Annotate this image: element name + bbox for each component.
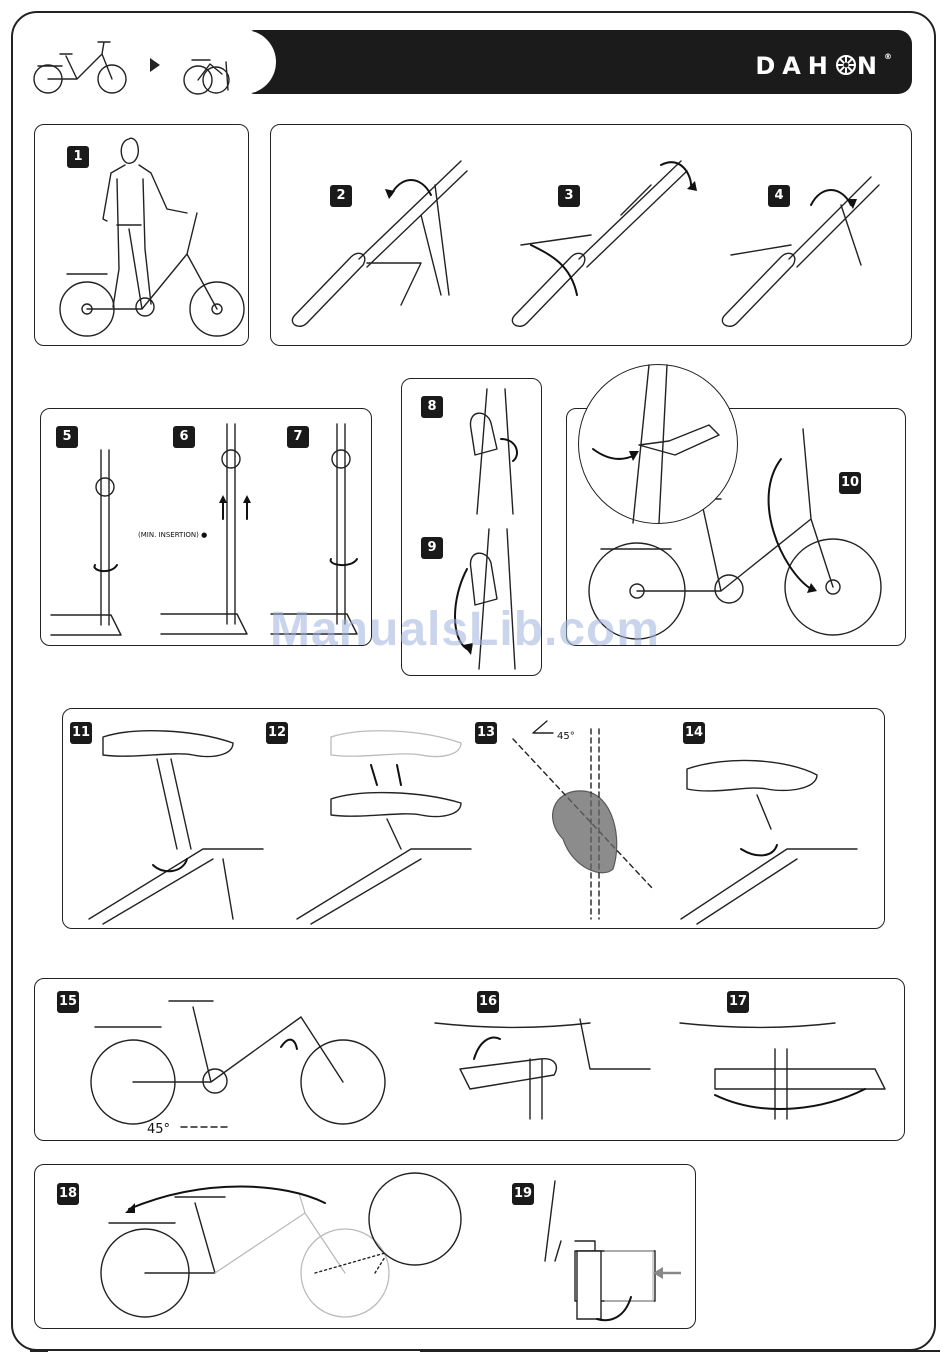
step-badge: 15	[57, 991, 79, 1013]
bottom-rule	[420, 1350, 940, 1352]
step-badge: 19	[512, 1183, 534, 1205]
saddle-rotation-illustration-13	[503, 719, 673, 924]
logo-text-tail: N	[857, 52, 884, 80]
pedal-illustration-16	[430, 1009, 660, 1137]
angle-45-label-step-13: 45°	[557, 731, 575, 742]
arrow-right-icon	[148, 57, 162, 73]
panel-steps-15-17: 15 16 17 45°	[34, 978, 905, 1141]
handlebar-lever-illustration-2	[281, 145, 496, 335]
saddle-illustration-12	[291, 719, 481, 924]
panel-steps-11-14: 11 12 13 14 45°	[62, 708, 885, 929]
watermark: ManualsLib.com	[270, 602, 660, 657]
angle-45-label-step-15: 45°	[147, 1122, 170, 1137]
step-badge: 8	[421, 396, 443, 418]
step-badge: 18	[57, 1183, 79, 1205]
handlebar-lever-illustration-3	[501, 145, 716, 335]
stem-illustration-5	[51, 445, 161, 640]
stem-illustration-6	[161, 419, 271, 639]
panel-step-1: 1	[34, 124, 249, 346]
hinge-latch-illustration-8	[457, 389, 537, 519]
min-insertion-label: (MIN. INSERTION) ●	[138, 531, 207, 539]
logo-text: DAH	[755, 52, 835, 80]
step-badge: 14	[683, 722, 705, 744]
bike-folded-thumbnail	[182, 50, 238, 98]
person-with-bike-illustration	[47, 129, 242, 341]
panel-steps-2-4: 2 3 4	[270, 124, 912, 346]
saddle-illustration-11	[83, 719, 273, 924]
bike-unfolded-thumbnail	[32, 34, 132, 98]
hinge-zoom-illustration	[579, 365, 737, 523]
logo-wheel-icon	[835, 54, 857, 76]
panel-steps-18-19: 18 19	[34, 1164, 696, 1329]
pedal-fold-illustration-15	[81, 987, 401, 1137]
saddle-illustration-14	[677, 749, 877, 924]
step-badge: 9	[421, 537, 443, 559]
magnet-latch-illustration-19	[535, 1181, 695, 1329]
bike-fold-illustration-18	[85, 1173, 495, 1328]
bottom-rule-left	[30, 1350, 48, 1352]
hinge-zoom-circle	[578, 364, 738, 524]
dahon-logo: DAH N®	[755, 52, 892, 80]
pedal-illustration-17	[675, 1009, 900, 1137]
handlebar-lever-illustration-4	[711, 145, 911, 335]
registered-mark: ®	[884, 52, 892, 61]
